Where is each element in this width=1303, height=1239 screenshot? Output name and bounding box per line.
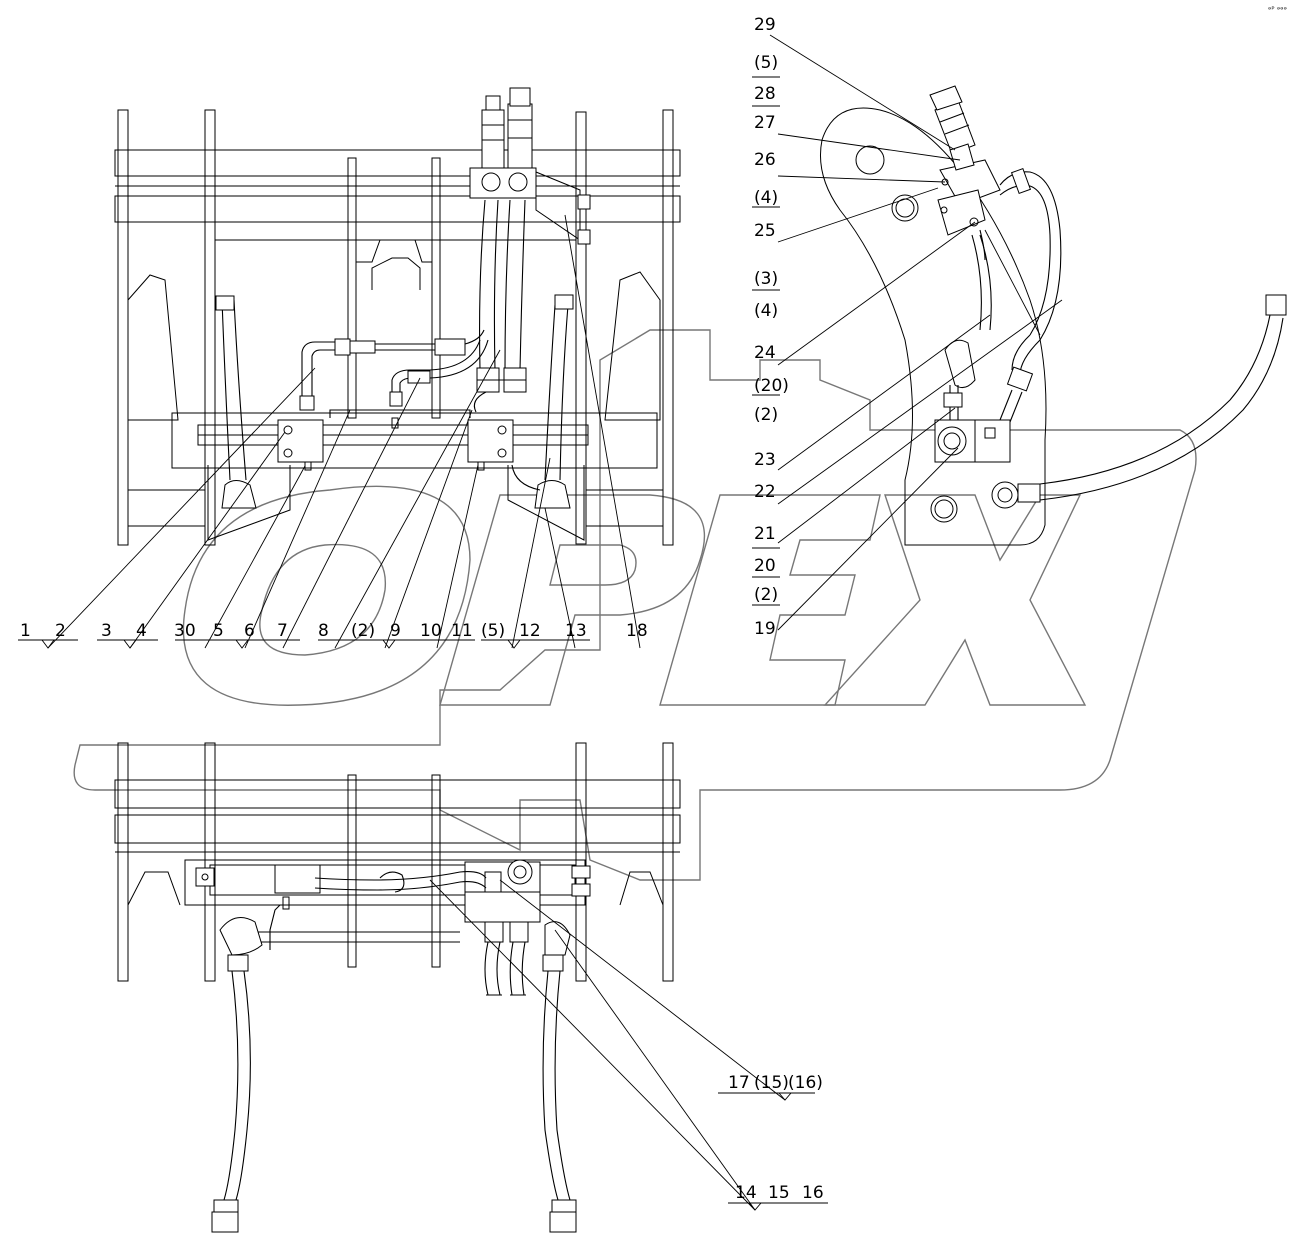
leader-lines-top-view (429, 879, 828, 1211)
callout: 12 (519, 621, 541, 641)
callout: 8 (318, 621, 329, 641)
callout: 18 (626, 621, 648, 641)
side-view (819, 85, 1287, 546)
callout: (3) (754, 269, 778, 289)
callout: 14 (735, 1183, 757, 1203)
callout: 13 (565, 621, 587, 641)
callout: (20) (754, 376, 789, 396)
corner-mark: ᵊᴾ ᵊᵊᵊ (1268, 5, 1287, 14)
callout: 11 (451, 621, 473, 641)
callout: 20 (754, 556, 776, 576)
callout: 25 (754, 221, 776, 241)
callout: 29 (754, 15, 776, 35)
callouts-right-column: 29 (5) 28 27 26 (4) 25 (3) (4) 24 (20) (… (754, 15, 789, 639)
callout: (16) (788, 1073, 823, 1093)
callout: 19 (754, 619, 776, 639)
front-view (114, 87, 681, 546)
callout: (15) (754, 1073, 789, 1093)
callout: (2) (754, 405, 778, 425)
callouts-bottom-row: 1 2 3 4 30 5 6 7 8 (2) 9 10 11 (5) 12 13… (20, 621, 648, 641)
callouts-group-17: 17 (15) (16) (728, 1073, 823, 1093)
callout: 5 (213, 621, 224, 641)
leader-lines-side (752, 34, 1063, 631)
callout: 24 (754, 343, 776, 363)
callout: 9 (390, 621, 401, 641)
callout: 28 (754, 84, 776, 104)
callout: (4) (754, 301, 778, 321)
callout: (5) (481, 621, 505, 641)
callout: (5) (754, 53, 778, 73)
callout: 3 (101, 621, 112, 641)
callout: 4 (136, 621, 147, 641)
callout: (2) (754, 585, 778, 605)
callout: 21 (754, 524, 776, 544)
callout: 30 (174, 621, 196, 641)
leader-lines-front (18, 214, 641, 649)
callout: 6 (244, 621, 255, 641)
callout: 23 (754, 450, 776, 470)
callouts-group-14: 14 15 16 (735, 1183, 824, 1203)
callout: 1 (20, 621, 31, 641)
callout: (2) (351, 621, 375, 641)
callout: (4) (754, 188, 778, 208)
callout: 2 (55, 621, 66, 641)
callout: 17 (728, 1073, 750, 1093)
callout: 15 (768, 1183, 790, 1203)
callout: 27 (754, 113, 776, 133)
top-view (114, 742, 681, 1233)
callout: 10 (420, 621, 442, 641)
callout: 26 (754, 150, 776, 170)
callout: 22 (754, 482, 776, 502)
callout: 16 (802, 1183, 824, 1203)
callout: 7 (277, 621, 288, 641)
